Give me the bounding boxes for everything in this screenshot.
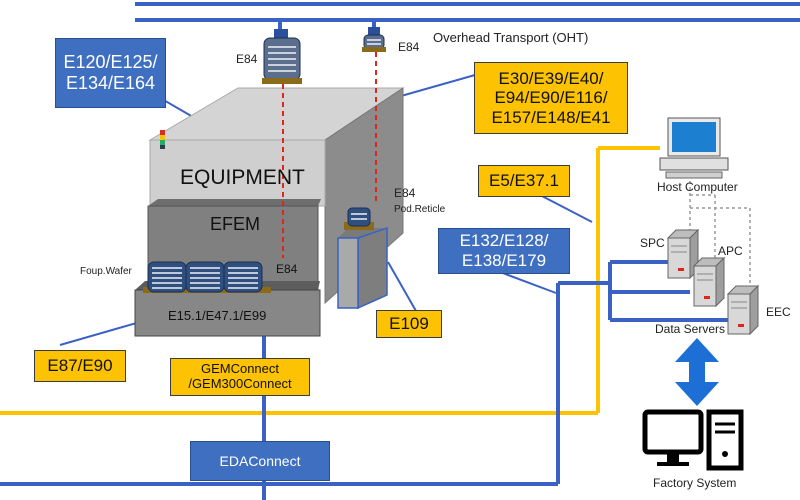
standards-box-e30-line1: E30/E39/E40/ — [498, 68, 604, 88]
equipment-front-face — [149, 139, 326, 207]
standards-box-e30-line3: E157/E148/E41 — [491, 107, 611, 127]
standards-box-e132-line2: E138/E179 — [461, 251, 547, 270]
equipment-label: EQUIPMENT — [180, 166, 305, 189]
standards-box-e87: E87/E90 — [34, 350, 126, 382]
spc-server-icon — [666, 228, 700, 280]
pod-stocker-side-face — [357, 226, 388, 310]
standards-box-e120-line2: E134/E164 — [65, 73, 156, 93]
pod-reticle-label: Pod.Reticle — [394, 204, 446, 215]
foup-wafer-label: Foup.Wafer — [80, 266, 132, 277]
standards-box-e30-line2: E94/E90/E116/ — [494, 88, 608, 108]
gem-connect-box: GEMConnect /GEM300Connect — [170, 358, 310, 396]
factory-system-label: Factory System — [653, 476, 737, 490]
load-port-label: E15.1/E47.1/E99 — [168, 308, 267, 323]
e84-label-pod: E84 — [394, 186, 416, 200]
standards-box-e132-line1: E132/E128/ — [459, 231, 549, 251]
host-computer-label: Host Computer — [657, 180, 738, 194]
efem-label: EFEM — [210, 214, 261, 234]
e84-dashed-links — [282, 52, 377, 258]
double-arrow-icon — [675, 338, 719, 406]
reticle-pod — [344, 207, 374, 230]
foup-1 — [147, 261, 187, 293]
host-server-links — [689, 175, 751, 288]
standards-box-e109: E109 — [376, 310, 442, 338]
load-port-block — [134, 289, 321, 337]
oht-carrier-left — [262, 20, 302, 84]
apc-label: APC — [718, 244, 743, 258]
eda-connect-box: EDAConnect — [190, 441, 330, 481]
signal-tower-icon — [160, 130, 165, 149]
spc-label: SPC — [640, 236, 665, 250]
standards-box-e120-line1: E120/E125/ — [63, 52, 158, 73]
oht-label: Overhead Transport (OHT) — [433, 30, 589, 45]
standards-box-e132: E132/E128/ E138/E179 — [438, 228, 570, 274]
pod-stocker-front-face — [337, 237, 359, 309]
oht-carrier-right — [362, 20, 386, 52]
host-computer-icon — [659, 117, 729, 179]
data-servers-label: Data Servers — [655, 322, 726, 336]
eec-label: EEC — [766, 305, 791, 319]
factory-system-icon — [642, 409, 744, 471]
apc-server-icon — [692, 256, 726, 308]
efem-top-face — [148, 199, 321, 206]
eec-server-icon — [726, 284, 760, 336]
e84-label-efem: E84 — [276, 262, 298, 276]
foup-carriers — [147, 261, 263, 293]
standards-box-e30: E30/E39/E40/ E94/E90/E116/ E157/E148/E41 — [474, 62, 628, 134]
standards-box-e120: E120/E125/ E134/E164 — [55, 38, 166, 108]
gem-connect-line2: /GEM300Connect — [188, 376, 292, 391]
e84-label-left: E84 — [236, 52, 258, 66]
standards-box-e5: E5/E37.1 — [478, 165, 570, 197]
gem-connect-line1: GEMConnect — [200, 361, 280, 377]
foup-2 — [185, 261, 225, 293]
e84-label-right: E84 — [398, 40, 420, 54]
foup-3 — [223, 261, 263, 293]
